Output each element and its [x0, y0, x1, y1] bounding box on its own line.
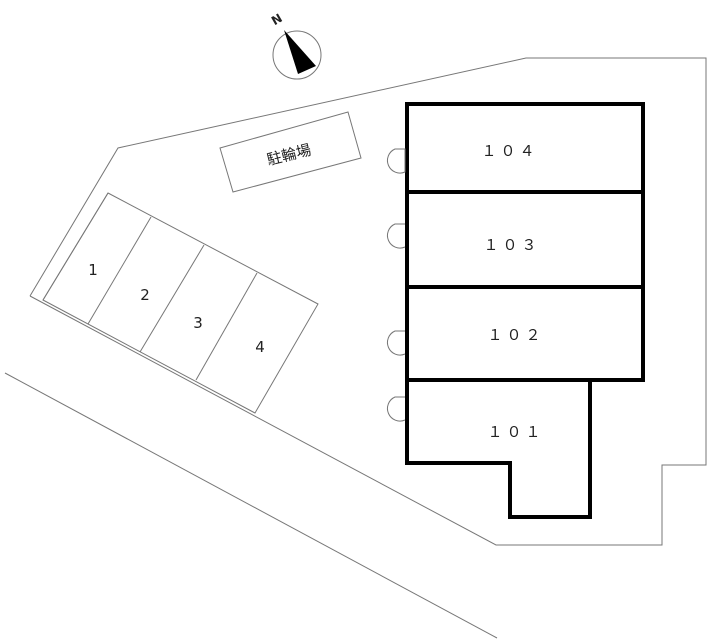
building: １０４ １０３ １０２ １０１	[405, 102, 645, 519]
compass-north-label: N	[269, 11, 285, 28]
bicycle-parking: 駐輪場	[219, 111, 362, 193]
unit-102-label: １０２	[487, 326, 544, 344]
parking-space-3: 3	[193, 314, 203, 332]
door-icon	[386, 148, 406, 422]
car-parking: 1 2 3 4	[42, 192, 319, 414]
unit-104-label: １０４	[481, 142, 538, 160]
unit-101-label: １０１	[487, 423, 544, 441]
unit-103-label: １０３	[483, 236, 540, 254]
parking-space-4: 4	[255, 338, 265, 356]
parking-space-1: 1	[88, 261, 98, 279]
unit-101	[405, 378, 592, 519]
parking-space-2: 2	[140, 286, 150, 304]
bicycle-parking-label: 駐輪場	[265, 141, 313, 169]
north-compass-icon: N	[269, 11, 322, 80]
property-boundary	[29, 57, 707, 546]
road-edge	[4, 372, 498, 639]
